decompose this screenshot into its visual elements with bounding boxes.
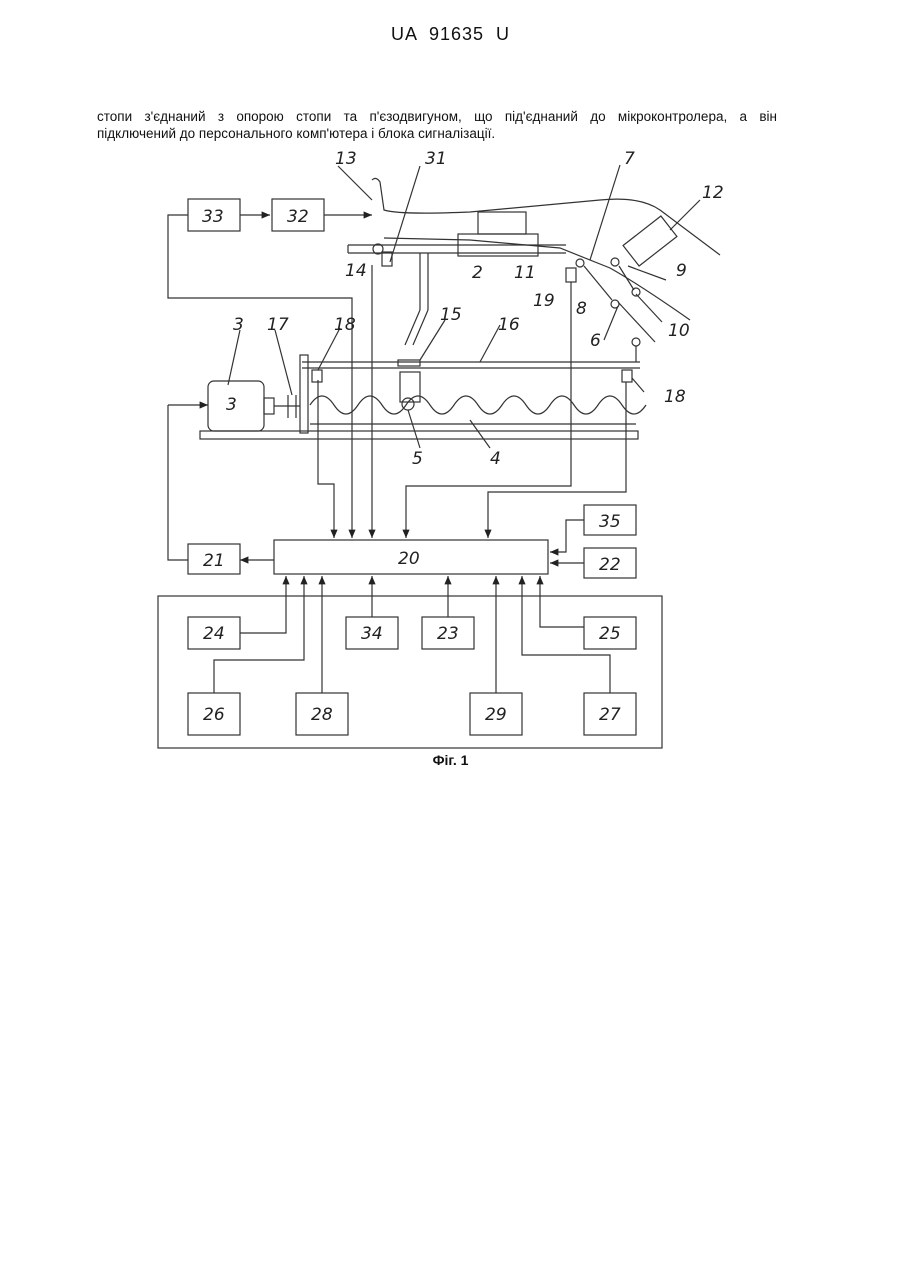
block-label: 29 (485, 705, 507, 725)
part-5-carriage (400, 372, 420, 402)
part-label: 15 (440, 305, 462, 325)
block-label: 24 (203, 624, 225, 644)
figure-caption: Фіг. 1 (0, 752, 901, 768)
part-label: 3 (233, 315, 244, 335)
part-label: 13 (335, 149, 357, 169)
part-label: 31 (425, 149, 447, 169)
block-label: 22 (599, 555, 621, 575)
block-label: 3 (226, 395, 237, 415)
part-label: 8 (576, 299, 587, 319)
part-label: 10 (668, 321, 690, 341)
part-label: 11 (514, 263, 536, 283)
lead-screw-4 (310, 396, 646, 414)
base-plate (200, 431, 638, 439)
block-label: 34 (361, 624, 383, 644)
part-label: 2 (472, 263, 483, 283)
block-label: 20 (398, 549, 420, 569)
part-label: 9 (676, 261, 687, 281)
part-label: 7 (624, 149, 635, 169)
block-label: 23 (437, 624, 459, 644)
part-label: 18 (664, 387, 686, 407)
block-label: 21 (203, 551, 225, 571)
sensor-group-frame (158, 596, 662, 748)
block-label: 35 (599, 512, 621, 532)
block-label: 26 (203, 705, 225, 725)
block-label: 28 (311, 705, 333, 725)
part-12 (623, 216, 677, 266)
block-label: 27 (599, 705, 621, 725)
block-label: 32 (287, 207, 309, 227)
part-label: 18 (334, 315, 356, 335)
part-label: 19 (533, 291, 555, 311)
block-label: 33 (202, 207, 224, 227)
part-label: 5 (412, 449, 423, 469)
part-label: 14 (345, 261, 367, 281)
part-label: 4 (490, 449, 501, 469)
block-label: 25 (599, 624, 621, 644)
part-label: 17 (267, 315, 289, 335)
part-label: 12 (702, 183, 724, 203)
part-shin-cuff (478, 212, 526, 234)
part-label: 6 (590, 331, 601, 351)
part-label: 16 (498, 315, 520, 335)
